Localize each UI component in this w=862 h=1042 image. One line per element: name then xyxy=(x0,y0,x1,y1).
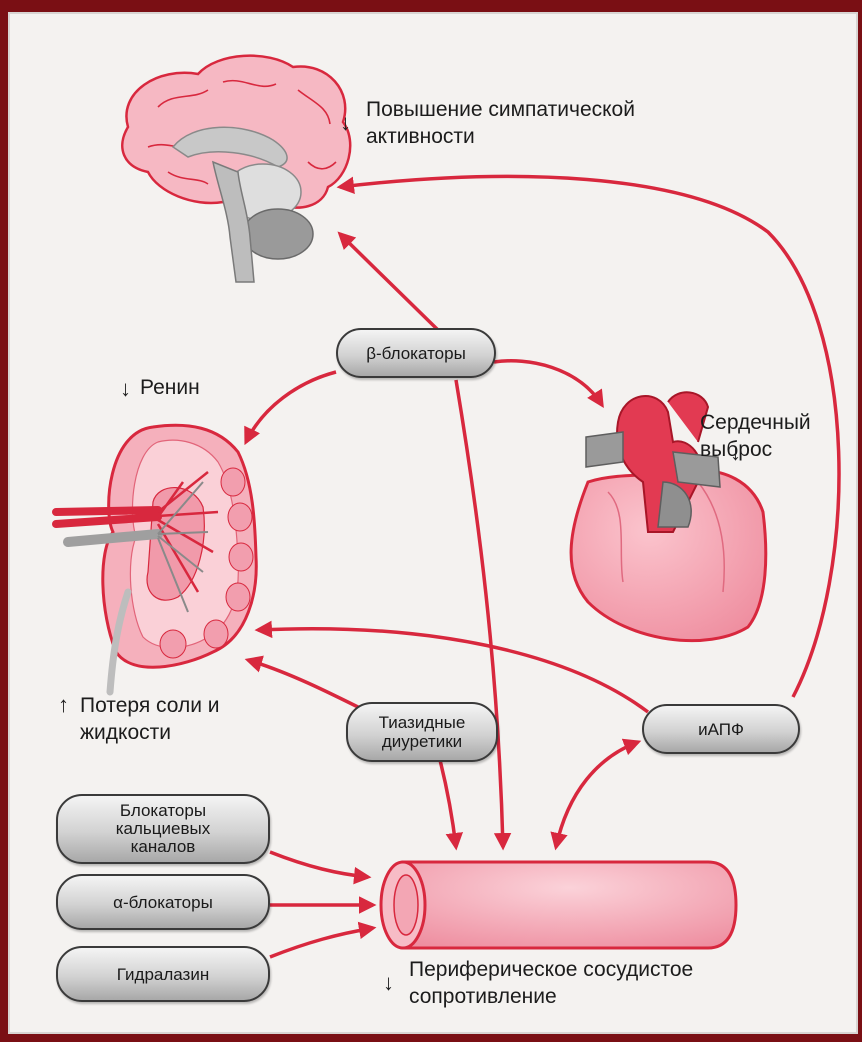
figure-panel: ↓ Повышение симпатической активности ↓ Р… xyxy=(8,12,858,1034)
arrow-beta-to-brain xyxy=(340,234,438,330)
down-arrow-icon: ↓ xyxy=(730,442,741,464)
arrow-ccb-to-vessel xyxy=(270,852,368,877)
hydralazine-pill: Гидралазин xyxy=(56,946,270,1002)
alpha-blockers-pill: α-блокаторы xyxy=(56,874,270,930)
brain-illustration xyxy=(122,56,350,282)
down-arrow-icon: ↓ xyxy=(120,378,131,400)
beta-blockers-pill: β-блокаторы xyxy=(336,328,496,378)
arrow-beta-to-heart xyxy=(494,361,602,405)
arrow-ace-to-vessel xyxy=(556,742,638,847)
arrow-beta-to-vessel xyxy=(456,380,503,847)
thiazide-diuretics-pill: Тиазидные диуретики xyxy=(346,702,498,762)
down-arrow-icon: ↓ xyxy=(383,972,394,994)
renin-label: ↓ Ренин xyxy=(120,374,260,455)
calcium-channel-blockers-pill: Блокаторы кальциевых каналов xyxy=(56,794,270,864)
up-arrow-icon: ↑ xyxy=(58,694,69,716)
arrow-thiazide-to-vessel xyxy=(440,760,456,847)
ace-inhibitors-pill: иАПФ xyxy=(642,704,800,754)
salt-fluid-loss-label: ↑ Потеря соли и жидкости xyxy=(58,692,278,773)
arrow-hydralazine-to-vessel xyxy=(270,928,373,957)
blood-vessel-illustration xyxy=(381,862,736,948)
kidney-illustration xyxy=(56,425,256,692)
peripheral-resistance-label: ↓ Периферическое сосудистое сопротивлени… xyxy=(383,956,813,1037)
cardiac-output-label: Сердечный выброс ↓ xyxy=(700,382,850,490)
arrow-ace-to-kidney xyxy=(258,629,648,712)
down-arrow-icon: ↓ xyxy=(340,112,351,134)
